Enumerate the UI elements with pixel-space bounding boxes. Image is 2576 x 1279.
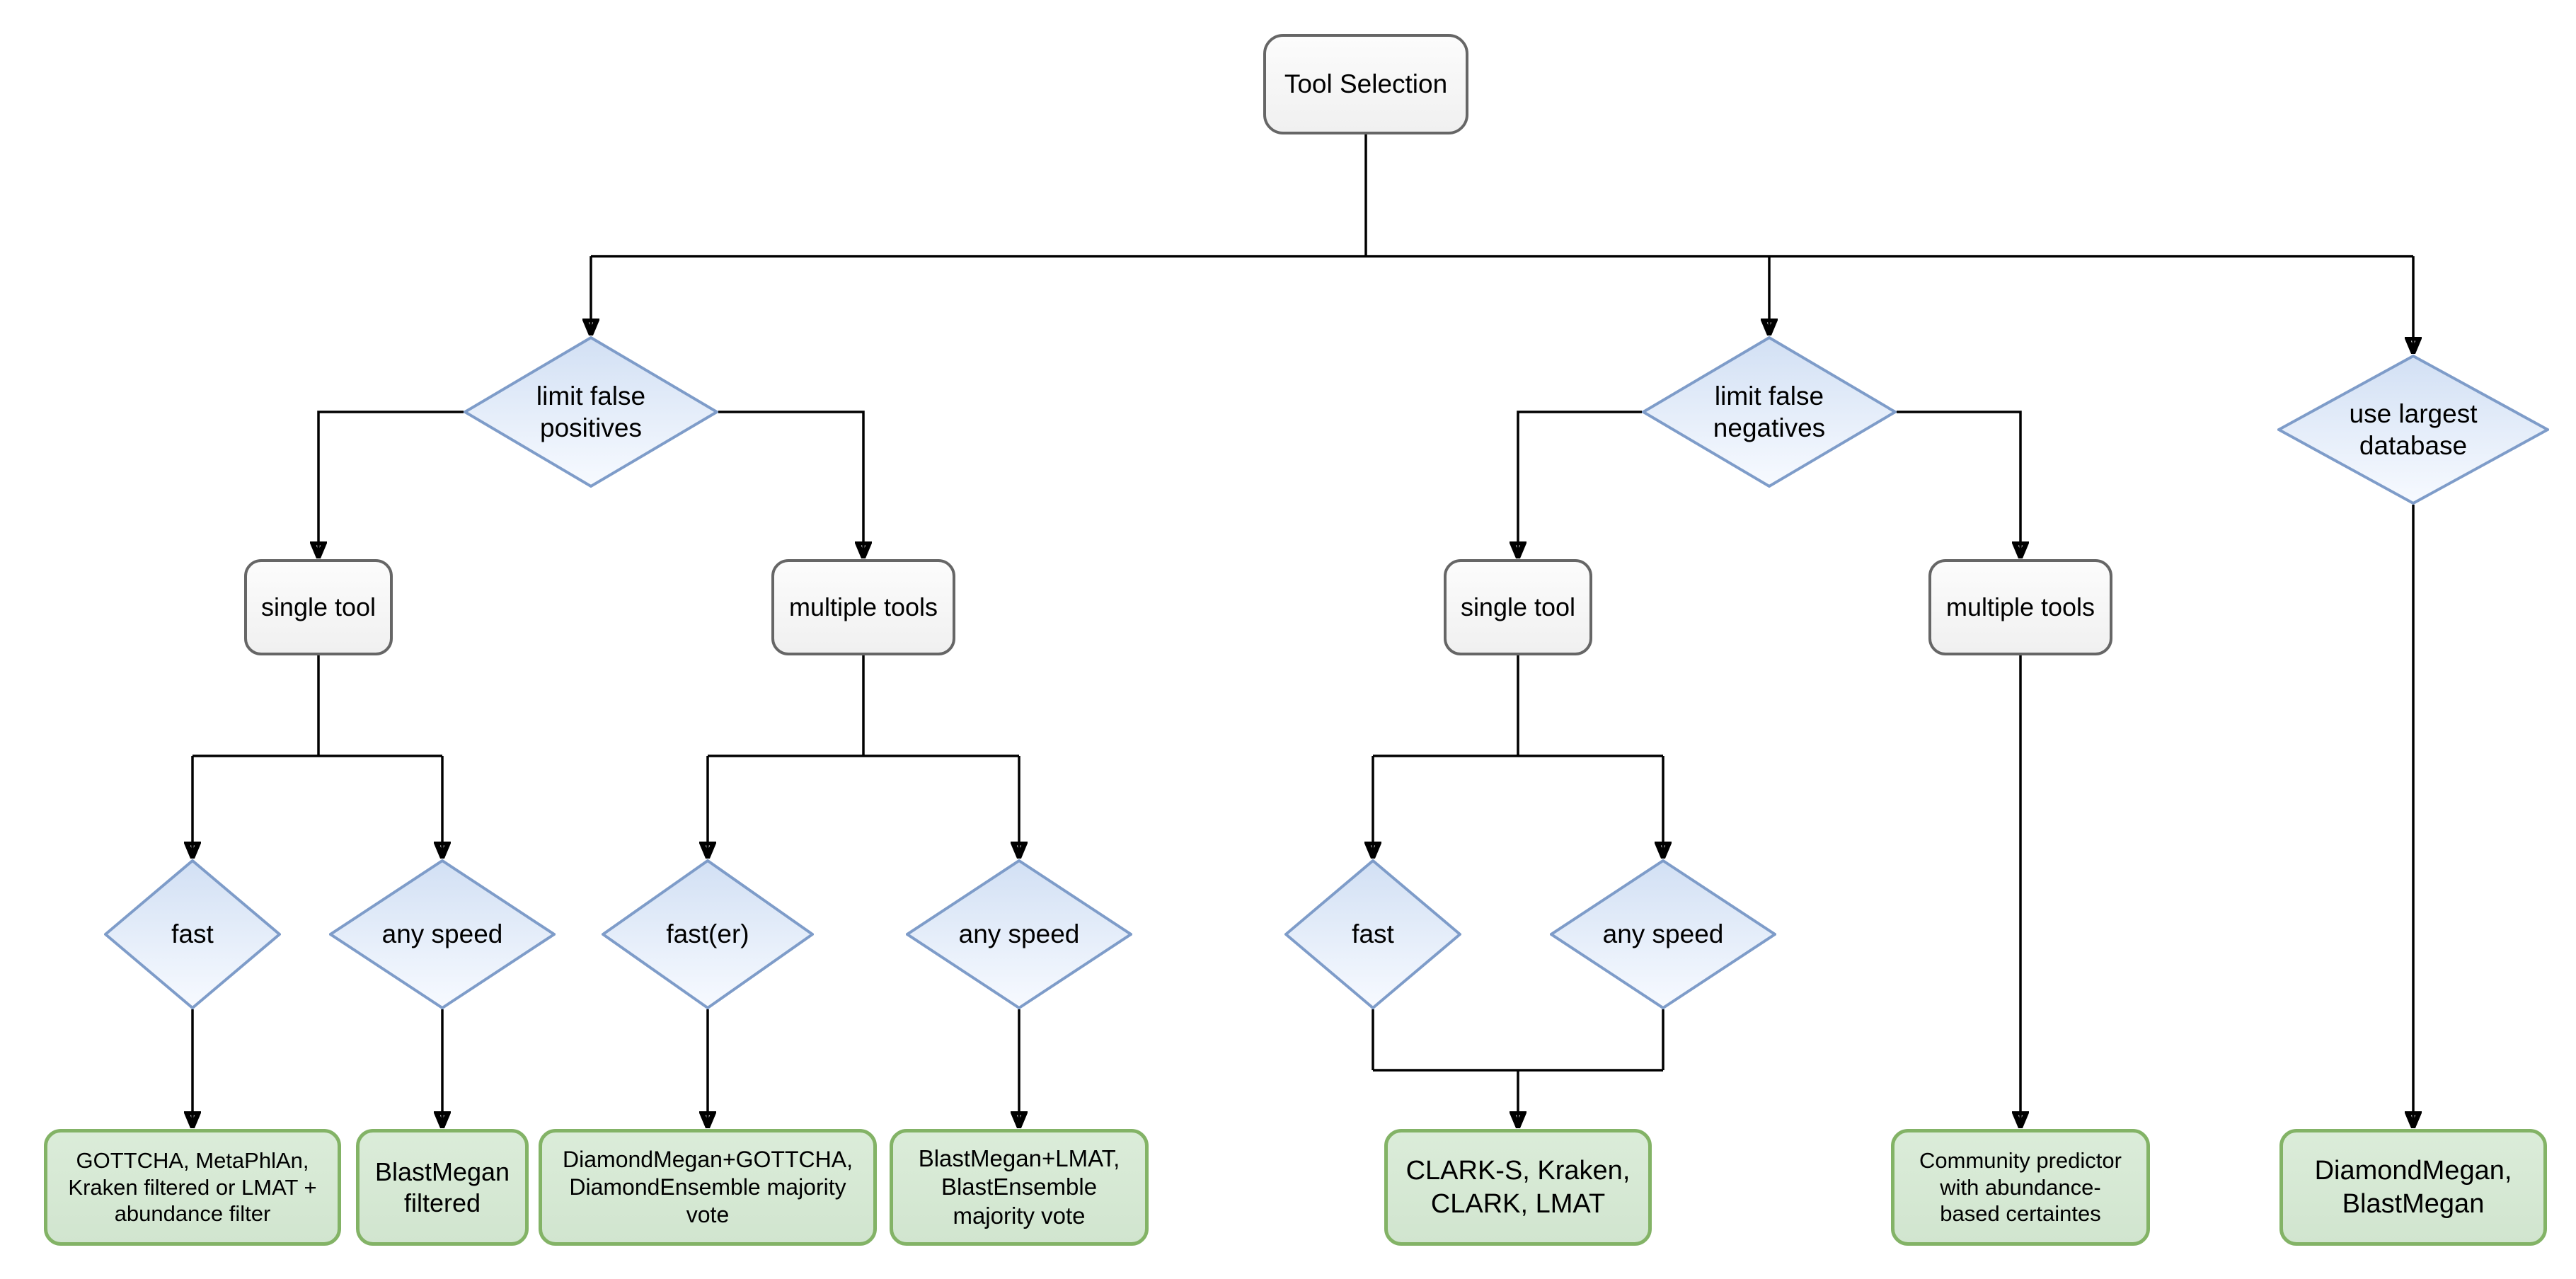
node-single-tool-fp-label: single tool: [260, 592, 376, 622]
diamond-shape: [1550, 859, 1776, 1009]
node-multiple-tools-fp-label: multiple tools: [788, 592, 938, 622]
decision-fast-fp-label: fast: [171, 919, 214, 949]
decision-use-largest-database-label: use largest database: [2349, 398, 2478, 460]
decision-fast-fn: fast: [1284, 859, 1461, 1009]
diamond-shape: [329, 859, 556, 1009]
diamond-shape: [464, 336, 718, 488]
result-blastmegan-filtered-label: BlastMegan filtered: [374, 1157, 510, 1217]
decision-any-speed-fp: any speed: [329, 859, 556, 1009]
diamond-shape: [2277, 355, 2549, 505]
decision-faster-fp: fast(er): [602, 859, 814, 1009]
edge-fn-to-multiple-tools: [1897, 411, 2020, 556]
diamond-shape: [1284, 859, 1461, 1009]
result-clark-kraken-lmat-label: CLARK-S, Kraken, CLARK, LMAT: [1405, 1156, 1631, 1219]
decision-limit-false-positives: limit false positives: [464, 336, 718, 488]
result-blastmegan-filtered: BlastMegan filtered: [356, 1129, 529, 1246]
decision-fast-fn-label: fast: [1352, 919, 1394, 949]
decision-limit-false-positives-label: limit false positives: [536, 381, 646, 442]
decision-faster-fp-label: fast(er): [666, 919, 749, 949]
node-single-tool-fp: single tool: [244, 559, 393, 655]
decision-any-speed-fp-label: any speed: [381, 919, 503, 949]
node-single-tool-fn: single tool: [1444, 559, 1592, 655]
result-diamondmegan-blastmegan-label: DiamondMegan, BlastMegan: [2314, 1156, 2512, 1219]
diamond-shape: [602, 859, 814, 1009]
decision-limit-false-negatives-label: limit false negatives: [1713, 381, 1826, 442]
result-community-predictor-label: Community predictor with abundance- base…: [1919, 1147, 2122, 1227]
edge-fp-to-multiple-tools: [718, 411, 863, 556]
node-single-tool-fn-label: single tool: [1460, 592, 1576, 622]
edge-fn-to-single-tool: [1518, 411, 1642, 556]
diamond-shape: [1642, 336, 1897, 488]
diamond-shape: [906, 859, 1132, 1009]
node-tool-selection-label: Tool Selection: [1284, 69, 1448, 99]
result-diamondmegan-gottcha: DiamondMegan+GOTTCHA, DiamondEnsemble ma…: [539, 1129, 877, 1246]
decision-any-speed-fn: any speed: [1550, 859, 1776, 1009]
result-clark-kraken-lmat: CLARK-S, Kraken, CLARK, LMAT: [1384, 1129, 1652, 1246]
decision-any-speed2-fp-label: any speed: [958, 919, 1080, 949]
decision-any-speed2-fp: any speed: [906, 859, 1132, 1009]
decision-any-speed-fn-label: any speed: [1602, 919, 1724, 949]
node-tool-selection: Tool Selection: [1263, 34, 1468, 134]
decision-fast-fp: fast: [104, 859, 281, 1009]
result-gottcha-metaphlan-label: GOTTCHA, MetaPhlAn, Kraken filtered or L…: [68, 1147, 317, 1227]
result-diamondmegan-blastmegan: DiamondMegan, BlastMegan: [2279, 1129, 2547, 1246]
result-community-predictor: Community predictor with abundance- base…: [1891, 1129, 2150, 1246]
result-diamondmegan-gottcha-label: DiamondMegan+GOTTCHA, DiamondEnsemble ma…: [563, 1146, 853, 1228]
result-blastmegan-lmat-label: BlastMegan+LMAT, BlastEnsemble majority …: [918, 1145, 1120, 1229]
node-multiple-tools-fn-label: multiple tools: [1945, 592, 2095, 622]
diamond-shape: [104, 859, 281, 1009]
result-gottcha-metaphlan: GOTTCHA, MetaPhlAn, Kraken filtered or L…: [44, 1129, 341, 1246]
decision-limit-false-negatives: limit false negatives: [1642, 336, 1897, 488]
node-multiple-tools-fn: multiple tools: [1928, 559, 2112, 655]
result-blastmegan-lmat: BlastMegan+LMAT, BlastEnsemble majority …: [890, 1129, 1149, 1246]
decision-use-largest-database: use largest database: [2277, 355, 2549, 505]
edge-fp-to-single-tool: [318, 411, 464, 556]
node-multiple-tools-fp: multiple tools: [771, 559, 955, 655]
